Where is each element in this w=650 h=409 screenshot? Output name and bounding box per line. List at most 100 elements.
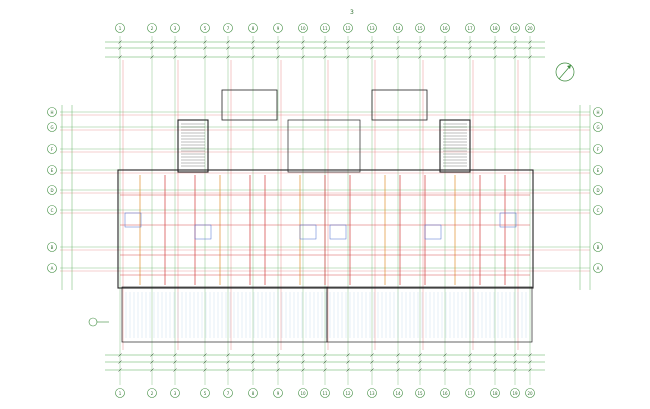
axis-bubble-left: F: [47, 144, 57, 154]
axis-bubble-right: B: [593, 242, 603, 252]
axis-label-top: 5: [204, 26, 207, 31]
axis-bubble-top: 1: [115, 23, 125, 33]
axis-label-top: 3: [174, 26, 177, 31]
axis-label-right: E: [597, 168, 600, 173]
axis-bubble-top: 14: [393, 23, 403, 33]
axis-bubble-bottom: 18: [490, 388, 500, 398]
axis-label-top: 17: [467, 26, 473, 31]
axis-label-top: 9: [277, 26, 280, 31]
axis-bubble-top: 17: [465, 23, 475, 33]
axis-label-left: E: [51, 168, 54, 173]
axis-label-right: H: [596, 110, 599, 115]
axis-label-left: H: [50, 110, 53, 115]
axis-label-top: 19: [512, 26, 518, 31]
axis-label-top: 16: [442, 26, 448, 31]
axis-bubble-bottom: 13: [367, 388, 377, 398]
axis-label-left: C: [51, 208, 54, 213]
axis-bubble-right: C: [593, 205, 603, 215]
axis-label-right: C: [597, 208, 600, 213]
axis-label-left: D: [50, 188, 53, 193]
axis-bubbles: 1122335577889910101111121213131414151516…: [47, 23, 603, 398]
axis-bubble-top: 3: [170, 23, 180, 33]
axis-bubble-left: G: [47, 122, 57, 132]
axis-label-bottom: 5: [204, 391, 207, 396]
axis-bubble-top: 15: [415, 23, 425, 33]
axis-bubble-bottom: 16: [440, 388, 450, 398]
axis-bubble-bottom: 20: [525, 388, 535, 398]
axis-bubble-top: 13: [367, 23, 377, 33]
axis-bubble-bottom: 1: [115, 388, 125, 398]
axis-bubble-bottom: 10: [298, 388, 308, 398]
axis-label-bottom: 7: [227, 391, 230, 396]
axis-label-top: 1: [119, 26, 122, 31]
axis-label-bottom: 2: [151, 391, 154, 396]
axis-label-top: 18: [492, 26, 498, 31]
axis-bubble-left: D: [47, 185, 57, 195]
axis-bubble-bottom: 9: [273, 388, 283, 398]
north-arrow-icon: [555, 62, 575, 82]
axis-bubble-bottom: 2: [147, 388, 157, 398]
axis-bubble-top: 5: [200, 23, 210, 33]
axis-label-top: 13: [369, 26, 375, 31]
building-walls: [117, 89, 534, 343]
axis-label-left: B: [51, 245, 54, 250]
axis-label-right: B: [597, 245, 600, 250]
axis-bubble-bottom: 12: [343, 388, 353, 398]
axis-bubble-top: 9: [273, 23, 283, 33]
axis-bubble-top: 10: [298, 23, 308, 33]
axis-label-right: D: [596, 188, 599, 193]
axis-bubble-right: A: [593, 263, 603, 273]
axis-label-bottom: 8: [252, 391, 255, 396]
axis-label-bottom: 1: [119, 391, 122, 396]
axis-bubble-bottom: 11: [320, 388, 330, 398]
axis-bubble-right: F: [593, 144, 603, 154]
title-mark: 3: [350, 9, 354, 16]
section-symbol-icon: [88, 317, 109, 327]
axis-label-top: 12: [345, 26, 351, 31]
axis-label-bottom: 14: [395, 391, 401, 396]
axis-label-bottom: 11: [322, 391, 328, 396]
axis-bubble-right: E: [593, 165, 603, 175]
axis-label-bottom: 18: [492, 391, 498, 396]
axis-label-bottom: 19: [512, 391, 518, 396]
axis-label-bottom: 13: [369, 391, 375, 396]
axis-bubble-left: A: [47, 263, 57, 273]
axis-bubble-right: D: [593, 185, 603, 195]
axis-bubble-top: 8: [248, 23, 258, 33]
axis-label-left: F: [51, 147, 54, 152]
axis-bubble-top: 16: [440, 23, 450, 33]
axis-bubble-top: 11: [320, 23, 330, 33]
axis-label-top: 11: [322, 26, 328, 31]
axis-label-right: F: [597, 147, 600, 152]
axis-label-top: 20: [527, 26, 533, 31]
axis-bubble-top: 18: [490, 23, 500, 33]
axis-bubble-top: 7: [223, 23, 233, 33]
axis-bubble-bottom: 8: [248, 388, 258, 398]
axis-bubble-bottom: 15: [415, 388, 425, 398]
room-details: [120, 123, 530, 338]
axis-label-right: A: [597, 266, 600, 271]
axis-label-left: G: [50, 125, 53, 130]
axis-bubble-top: 19: [510, 23, 520, 33]
axis-label-bottom: 12: [345, 391, 351, 396]
axis-label-bottom: 20: [527, 391, 533, 396]
axis-bubble-right: G: [593, 122, 603, 132]
axis-label-top: 10: [300, 26, 306, 31]
axis-bubble-bottom: 5: [200, 388, 210, 398]
axis-bubble-top: 20: [525, 23, 535, 33]
axis-bubble-bottom: 7: [223, 388, 233, 398]
axis-label-bottom: 16: [442, 391, 448, 396]
axis-label-top: 14: [395, 26, 401, 31]
axis-label-bottom: 3: [174, 391, 177, 396]
axis-bubble-left: H: [47, 107, 57, 117]
axis-label-bottom: 17: [467, 391, 473, 396]
axis-bubble-left: C: [47, 205, 57, 215]
axis-bubble-bottom: 19: [510, 388, 520, 398]
axis-bubble-bottom: 14: [393, 388, 403, 398]
axis-bubble-bottom: 3: [170, 388, 180, 398]
axis-label-top: 8: [252, 26, 255, 31]
axis-label-bottom: 10: [300, 391, 306, 396]
axis-label-top: 2: [151, 26, 154, 31]
axis-label-right: G: [596, 125, 599, 130]
